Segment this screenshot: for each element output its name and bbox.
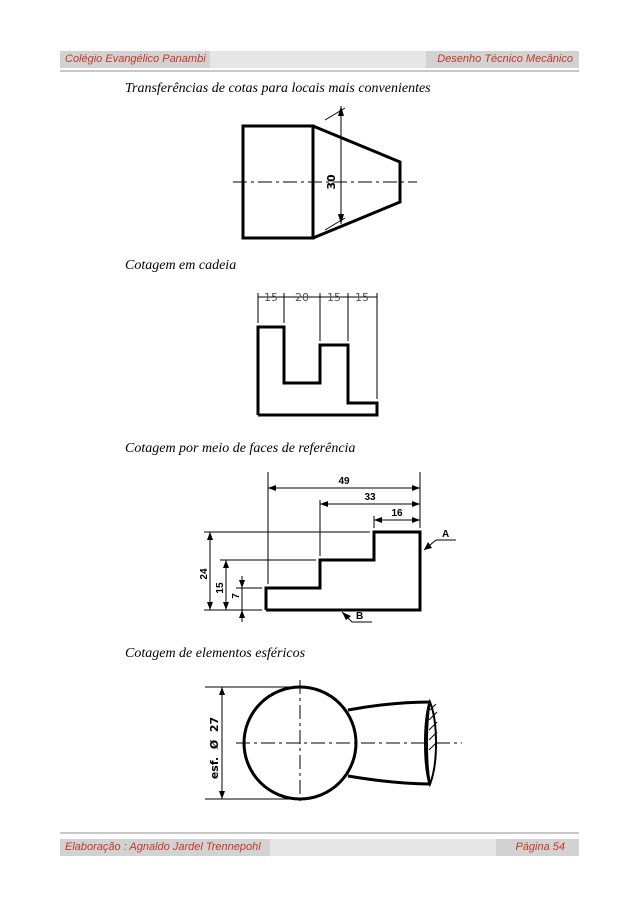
dim-16: 16 [391,508,403,519]
dim-chain-2: 20 [295,291,309,304]
dim-sphere-diameter: esf. Ø 27 [208,717,221,779]
label-b: B [356,611,363,622]
dim-49: 49 [338,476,350,487]
page-footer: Elaboração : Agnaldo Jardel Trennepohl P… [60,839,579,856]
section-caption-transfer: Transferências de cotas para locais mais… [125,81,431,96]
drawing-spherical-element: esf. Ø 27 [205,680,462,804]
header-rule [60,70,579,72]
drawing-transfer-dimension: 30 [233,106,417,240]
drawing-reference-faces: 49 33 16 24 15 7 A B [199,472,456,623]
footer-page-number: Página 54 [515,841,565,853]
dim-33: 33 [364,492,376,503]
label-a: A [442,529,449,540]
header-school: Colégio Evangélico Panambi [65,53,206,65]
dim-30: 30 [325,174,338,190]
section-caption-reference: Cotagem por meio de faces de referência [125,441,356,456]
dim-chain-3: 15 [327,291,341,304]
dim-15: 15 [215,582,226,594]
drawing-chain-dimension: 15 20 15 15 [256,291,379,417]
section-caption-chain: Cotagem em cadeia [125,258,237,273]
dim-7: 7 [231,593,242,599]
footer-author: Elaboração : Agnaldo Jardel Trennepohl [65,841,261,853]
dim-24: 24 [199,568,210,580]
section-caption-spherical: Cotagem de elementos esféricos [125,646,306,661]
page-header: Colégio Evangélico Panambi Desenho Técni… [60,51,579,68]
footer-rule [60,832,579,834]
dim-chain-4: 15 [355,291,369,304]
dim-chain-1: 15 [264,291,278,304]
header-course: Desenho Técnico Mecânico [437,53,573,65]
